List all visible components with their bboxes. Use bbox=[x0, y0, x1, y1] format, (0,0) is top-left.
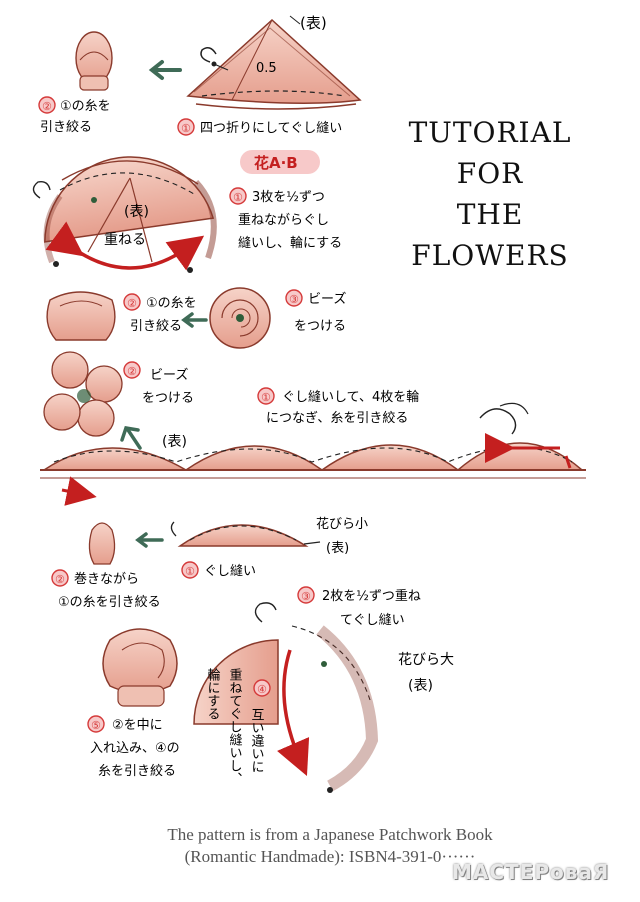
svg-text:①: ① bbox=[185, 565, 195, 578]
title-line: FOR bbox=[456, 157, 524, 190]
step-r-3: ③ 2枚を½ずつ重ね てぐし縫い bbox=[297, 586, 421, 628]
finished-rose bbox=[102, 628, 178, 707]
svg-text:互い違いに: 互い違いに bbox=[249, 708, 265, 773]
label-half: 0.5 bbox=[256, 61, 277, 76]
flower-four-petal bbox=[43, 351, 123, 437]
arrow-left-green-2 bbox=[181, 312, 208, 328]
svg-text:2枚を½ずつ重ね: 2枚を½ずつ重ね bbox=[322, 588, 421, 604]
svg-text:①: ① bbox=[261, 391, 271, 404]
svg-text:四つ折りにしてぐし縫い: 四つ折りにしてぐし縫い bbox=[200, 121, 342, 136]
petal-large-label: 花びら大 (表) bbox=[398, 652, 454, 694]
svg-text:②: ② bbox=[127, 365, 137, 378]
label-omote-top: (表) bbox=[300, 14, 327, 32]
svg-text:①: ① bbox=[233, 191, 243, 204]
svg-text:ビーズ: ビーズ bbox=[308, 291, 346, 307]
svg-text:引き絞る: 引き絞る bbox=[40, 120, 92, 135]
label-omote-ab: (表) bbox=[124, 204, 149, 220]
folded-triangle bbox=[186, 15, 362, 110]
svg-text:3枚を½ずつ: 3枚を½ずつ bbox=[252, 190, 325, 205]
svg-text:引き絞る: 引き絞る bbox=[130, 319, 182, 334]
step-r-1: ① ぐし縫い bbox=[181, 561, 256, 579]
svg-text:入れ込み、④の: 入れ込み、④の bbox=[90, 741, 180, 756]
caption-line: (Romantic Handmade): ISBN4-391-0······ bbox=[184, 847, 476, 866]
section-badge-ab: 花A·B bbox=[240, 150, 320, 174]
title-line: TUTORIAL bbox=[408, 116, 572, 149]
petal-small-label: 花びら小 (表) bbox=[316, 516, 368, 556]
svg-text:花びら小: 花びら小 bbox=[316, 516, 368, 532]
svg-text:ぐし縫いして、4枚を輪: ぐし縫いして、4枚を輪 bbox=[282, 389, 419, 405]
gathered-bud-ab bbox=[46, 291, 116, 341]
step-ab-3: ③ ビーズ をつける bbox=[285, 289, 346, 334]
flower-bud-top bbox=[75, 31, 113, 91]
svg-text:花びら大: 花びら大 bbox=[398, 652, 454, 668]
svg-text:ぐし縫い: ぐし縫い bbox=[204, 564, 256, 579]
tutorial-title: TUTORIAL FOR THE FLOWERS bbox=[380, 112, 600, 276]
arrow-up-green bbox=[120, 426, 142, 450]
svg-text:重ねてぐし縫いし、: 重ねてぐし縫いし、 bbox=[227, 667, 243, 785]
svg-text:ビーズ: ビーズ bbox=[150, 367, 188, 383]
step-r-5: ⑤ ②を中に 入れ込み、④の 糸を引き絞る bbox=[87, 715, 180, 779]
title-line: FLOWERS bbox=[411, 239, 569, 272]
step-1-fold: ① 四つ折りにしてぐし縫い bbox=[177, 118, 342, 136]
svg-text:②: ② bbox=[55, 573, 65, 586]
rose-top-view bbox=[209, 287, 271, 349]
svg-text:①の糸を引き絞る: ①の糸を引き絞る bbox=[58, 595, 161, 610]
step-2-pull: ② ①の糸を 引き絞る bbox=[38, 96, 111, 135]
svg-text:①の糸を: ①の糸を bbox=[146, 296, 197, 311]
svg-text:糸を引き絞る: 糸を引き絞る bbox=[98, 764, 176, 779]
step-c-2: ② ビーズ をつける bbox=[123, 361, 194, 406]
watermark: МАСТЕРоваЯ bbox=[452, 860, 610, 884]
svg-text:てぐし縫い: てぐし縫い bbox=[340, 613, 405, 628]
step-r-4: ④ 互い違いに 重ねてぐし縫いし、 輪にする bbox=[205, 667, 271, 785]
svg-text:②: ② bbox=[42, 100, 52, 113]
svg-text:輪にする: 輪にする bbox=[205, 667, 221, 720]
svg-text:(表): (表) bbox=[408, 678, 433, 694]
rolled-bud bbox=[88, 522, 116, 565]
step-c-1: ① ぐし縫いして、4枚を輪 につなぎ、糸を引き絞る bbox=[257, 387, 419, 426]
step-ab-1: ① 3枚を½ずつ 重ねながらぐし 縫いし、輪にする bbox=[229, 187, 342, 251]
svg-text:⑤: ⑤ bbox=[91, 719, 101, 732]
svg-text:③: ③ bbox=[289, 293, 299, 306]
step-ab-2: ② ①の糸を 引き絞る bbox=[123, 293, 197, 334]
three-petal-ring bbox=[32, 156, 217, 273]
svg-text:巻きながら: 巻きながら bbox=[74, 572, 139, 587]
arrow-left-green-3 bbox=[135, 532, 164, 548]
svg-text:②: ② bbox=[127, 297, 137, 310]
svg-text:③: ③ bbox=[301, 590, 311, 603]
title-line: THE bbox=[456, 198, 524, 231]
step-r-2: ② 巻きながら ①の糸を引き絞る bbox=[51, 569, 161, 610]
svg-text:縫いし、輪にする: 縫いし、輪にする bbox=[238, 235, 342, 251]
svg-text:①の糸を: ①の糸を bbox=[60, 99, 111, 114]
svg-text:をつける: をつける bbox=[294, 319, 346, 334]
svg-text:花A·B: 花A·B bbox=[254, 154, 298, 172]
label-omote-strip: (表) bbox=[162, 434, 187, 450]
svg-text:をつける: をつける bbox=[142, 391, 194, 406]
svg-text:①: ① bbox=[181, 122, 191, 135]
svg-text:につなぎ、糸を引き絞る: につなぎ、糸を引き絞る bbox=[266, 411, 408, 426]
svg-text:(表): (表) bbox=[326, 541, 349, 556]
petal-strip bbox=[40, 402, 586, 506]
label-overlap: 重ねる bbox=[104, 232, 146, 248]
small-petal bbox=[170, 521, 321, 547]
caption-line: The pattern is from a Japanese Patchwork… bbox=[167, 825, 493, 844]
arrow-left-green-1 bbox=[148, 60, 182, 80]
svg-text:重ねながらぐし: 重ねながらぐし bbox=[238, 212, 329, 228]
svg-text:④: ④ bbox=[257, 683, 267, 696]
large-petals bbox=[193, 602, 379, 793]
source-caption: The pattern is from a Japanese Patchwork… bbox=[60, 824, 600, 868]
svg-text:②を中に: ②を中に bbox=[112, 718, 163, 733]
